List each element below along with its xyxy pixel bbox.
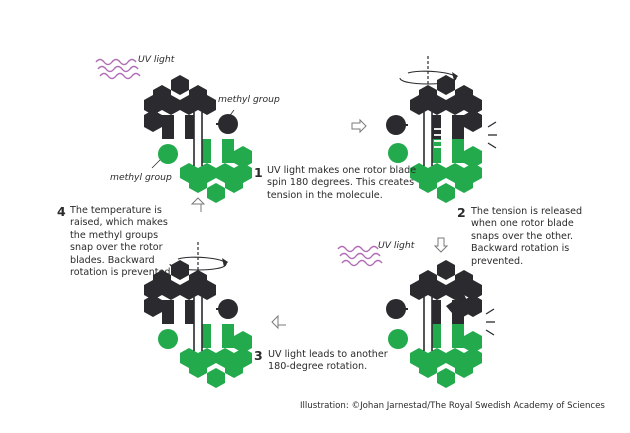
step-text-3: UV light leads to another 180-degree rot… [268, 349, 388, 373]
methyl-group-green [388, 329, 408, 349]
step-number-1: 1 [254, 165, 263, 180]
step-number-3: 3 [254, 348, 263, 363]
tension-lines [487, 121, 498, 149]
arrow-left-icon [271, 314, 286, 330]
green-rotor-blade [180, 324, 252, 388]
step-number-4: 4 [57, 204, 66, 219]
uv-light-label: UV light [378, 240, 415, 251]
methyl-group-green [388, 143, 408, 163]
molecule-relaxed [386, 260, 482, 388]
arrow-up-icon [190, 197, 206, 212]
methyl-label-pointer-bottom [151, 159, 161, 169]
methyl-group-green [158, 144, 178, 164]
uv-light-waves-bottom [337, 245, 383, 267]
dark-rotor-blade [144, 75, 216, 139]
step-text-1: UV light makes one rotor blade spin 180 … [267, 165, 417, 201]
methyl-group-green [158, 329, 178, 349]
molecule-final [144, 260, 252, 388]
tension-lines [485, 308, 496, 336]
arrow-down-icon [433, 237, 449, 253]
green-rotor-blade [410, 324, 482, 388]
dark-rotor-blade [410, 75, 482, 139]
methyl-group-dark [386, 299, 406, 319]
illustration-credit: Illustration: ©Johan Jarnestad/The Royal… [300, 401, 605, 411]
step-text-2: The tension is released when one rotor b… [471, 206, 583, 267]
step-text-4: The temperature is raised, which makes t… [70, 205, 174, 279]
methyl-group-dark [218, 114, 238, 134]
molecule-initial [144, 75, 252, 203]
green-rotor-blade [180, 139, 252, 203]
green-rotor-blade [410, 139, 482, 203]
methyl-label-pointer-top [227, 109, 235, 119]
molecule-rotated [386, 75, 482, 203]
arrow-right-icon [351, 118, 367, 134]
step-number-2: 2 [457, 205, 466, 220]
methyl-group-dark [386, 115, 406, 135]
uv-light-waves-top [95, 58, 141, 80]
methyl-group-label: methyl group [218, 94, 280, 105]
methyl-group-dark [218, 299, 238, 319]
methyl-group-label: methyl group [110, 172, 172, 183]
dark-rotor-blade [410, 260, 482, 324]
uv-light-label: UV light [138, 54, 175, 65]
